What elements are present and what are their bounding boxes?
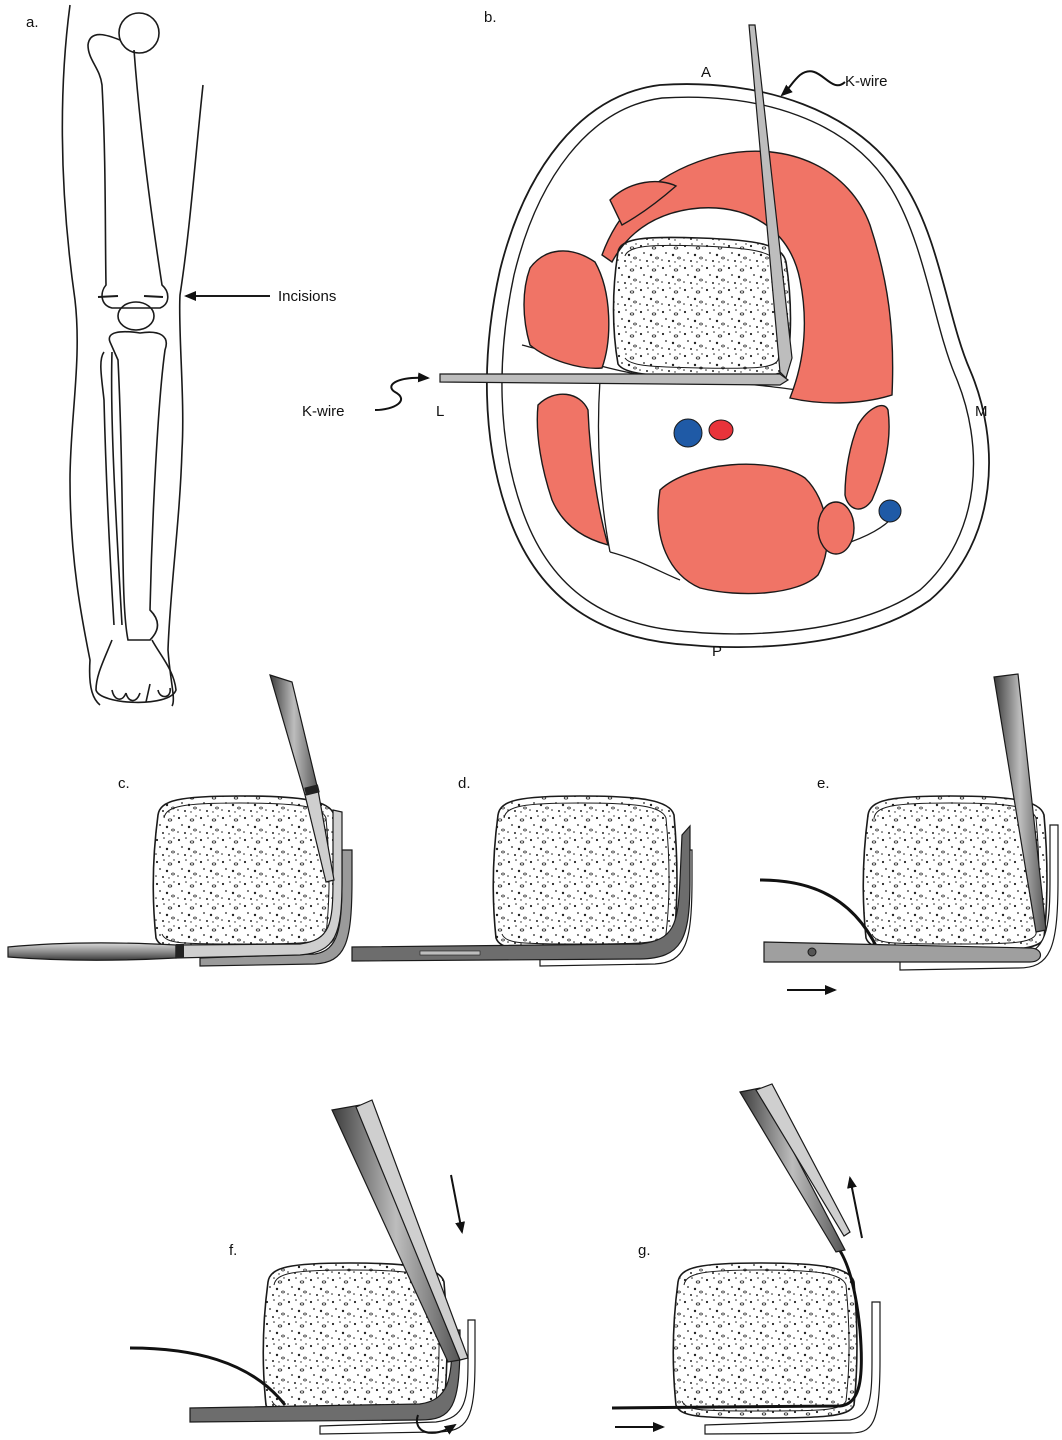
kwire-left-arrow [375,378,428,410]
tibia-block [153,796,337,951]
panel-c: c. [8,675,352,966]
femoral-head [119,13,159,53]
incision-lateral [98,296,118,297]
panel-a: a. Incisions [26,5,336,706]
instrument-handle-right [270,675,318,795]
incisions-label: Incisions [278,288,336,305]
panel-g-label: g. [638,1242,651,1259]
tibia-block [673,1263,857,1418]
panel-d: d. [352,775,692,966]
foot [96,640,176,702]
instrument-handle-left [8,943,176,960]
vein-saphenous [879,500,901,522]
tibia-cross-section [614,237,791,377]
suture-tension [130,1348,285,1405]
tibia [109,332,166,640]
panel-b-label: b. [484,9,497,26]
muscle-posterior-large [658,464,827,593]
leg-outline-right [168,85,203,706]
muscle-anterolateral [524,251,609,368]
kwire-top-label: K-wire [845,73,888,90]
leg-outline-left [62,5,100,705]
panel-d-label: d. [458,775,471,792]
posterior-label: P [712,643,722,660]
panel-a-label: a. [26,14,39,31]
kwire-top-arrow [782,71,845,95]
direction-arrow-f-down [451,1175,462,1232]
forceps-withdrawn [740,1088,845,1252]
panel-e: e. [760,674,1058,990]
patella [118,302,154,330]
artery-anterior-tibial [709,420,733,440]
medial-label: M [975,403,988,420]
vein-anterior-tibial [674,419,702,447]
panel-f: f. [130,1100,475,1434]
femur [88,35,168,308]
lateral-label: L [436,403,444,420]
incision-medial [144,296,163,297]
panel-g: g. [612,1084,880,1434]
suture-tension [760,880,878,950]
panel-b: b. A P L M K-wire K-wire [302,9,989,660]
kwire-left-label: K-wire [302,403,345,420]
panel-f-label: f. [229,1242,237,1259]
anterior-label: A [701,64,711,81]
panel-e-label: e. [817,775,830,792]
panel-c-label: c. [118,775,130,792]
direction-arrow-g-up [850,1178,862,1238]
muscle-posteromedial-small [818,502,854,554]
tibia-block [493,796,677,951]
